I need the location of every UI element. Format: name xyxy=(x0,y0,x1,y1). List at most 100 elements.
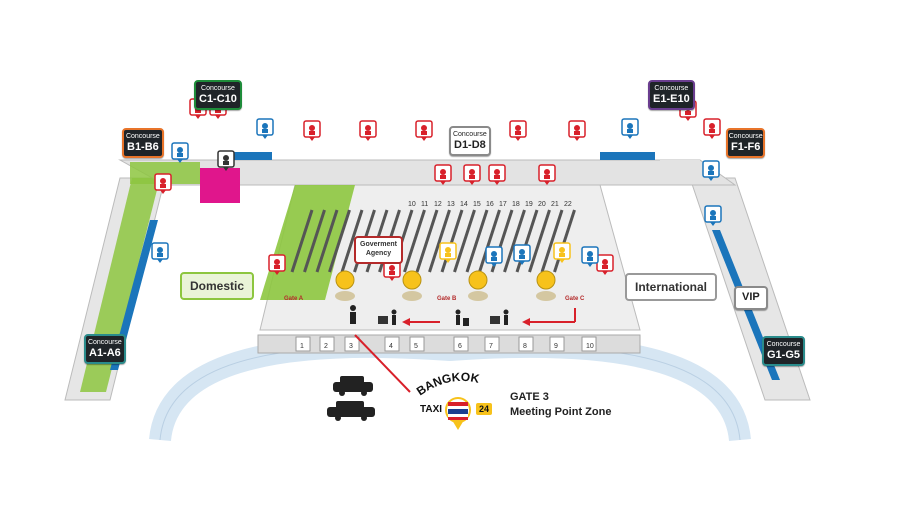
map-pins xyxy=(151,98,722,301)
curb-gate-box xyxy=(409,336,425,352)
checkin-number: 20 xyxy=(538,201,546,208)
checkin-row xyxy=(503,209,526,273)
checkin-row xyxy=(315,209,339,273)
curb-gate-box xyxy=(295,336,311,352)
concourse-g-tag: Concourse G1-G5 xyxy=(762,336,806,366)
checkin-row xyxy=(478,209,501,273)
magenta-block xyxy=(200,168,240,203)
concourse-f-tag: Concourse F1-F6 xyxy=(726,128,766,158)
arrow-head-1 xyxy=(522,318,530,326)
vip-tag: VIP xyxy=(734,286,768,310)
left-blue-strip xyxy=(110,220,158,370)
checkin-row xyxy=(453,209,476,273)
checkin-number: 15 xyxy=(473,201,481,208)
road-arc xyxy=(149,335,751,442)
departure-flight-icon xyxy=(621,118,639,139)
airport-rail-icon xyxy=(581,246,599,267)
curb-gate-box xyxy=(549,336,565,352)
concourse-a-range: A1-A6 xyxy=(89,347,121,359)
restroom-icon xyxy=(509,120,527,141)
person-icon xyxy=(350,305,509,326)
checkin-number: 19 xyxy=(525,201,533,208)
taxi-pin-icon xyxy=(445,397,471,430)
concourse-f-label: Concourse xyxy=(728,133,763,140)
concourse-e-tag: Concourse E1-E10 xyxy=(648,80,695,110)
car-icon-1 xyxy=(333,376,373,396)
escalator-icon xyxy=(553,242,571,263)
escalator-marker-icon xyxy=(468,270,488,301)
concourse-e-label: Concourse xyxy=(654,85,689,92)
escalator-icon xyxy=(439,242,457,263)
gate-label: Gate B xyxy=(437,296,457,302)
baggage-icon xyxy=(488,164,506,185)
checkin-row xyxy=(303,209,326,273)
curb-gate-box xyxy=(484,336,500,352)
top-green-segment xyxy=(130,162,200,184)
curb-gate-number: 10 xyxy=(586,343,594,350)
gate-label: Gate C xyxy=(565,296,585,302)
concourse-b-tag: Concourse B1-B6 xyxy=(122,128,164,158)
meeting-point-line xyxy=(354,334,411,393)
checkin-number: 12 xyxy=(434,201,442,208)
checkin-row xyxy=(528,209,551,273)
curb-gate-number: 6 xyxy=(458,343,462,350)
taxi-word: TAXI xyxy=(420,404,443,415)
meeting-zone: Meeting Point Zone xyxy=(510,405,612,418)
restroom-icon xyxy=(568,120,586,141)
checkin-row xyxy=(328,209,351,273)
gov-line-2: Agency xyxy=(365,249,392,257)
concourse-d-range: D1-D8 xyxy=(454,139,486,151)
gov-line-1: Goverment xyxy=(360,241,397,248)
escalator-marker-icon xyxy=(536,270,556,301)
curb-gate-number: 5 xyxy=(414,343,418,350)
arrival-flight-icon xyxy=(171,142,189,163)
concourse-c-range: C1-C10 xyxy=(199,93,237,105)
departure-flight-icon xyxy=(513,244,531,265)
concourse-g-label: Concourse xyxy=(766,341,801,348)
car-icon-2 xyxy=(327,401,375,421)
restroom-icon xyxy=(154,173,172,194)
curb-gate-number: 4 xyxy=(389,343,393,350)
concourse-b-label: Concourse xyxy=(125,133,160,140)
checkin-number: 11 xyxy=(421,201,428,208)
domestic-label: Domestic xyxy=(180,272,255,300)
checkin-row xyxy=(290,209,314,273)
checkin-row xyxy=(540,209,564,273)
concourse-e-range: E1-E10 xyxy=(653,93,690,105)
checkin-row xyxy=(403,209,426,273)
arrow-head-2 xyxy=(402,318,410,326)
international-label: International xyxy=(625,273,718,301)
curb-gate-box xyxy=(518,336,534,352)
baggage-icon xyxy=(463,164,481,185)
shopping-cart-icon xyxy=(485,246,503,267)
gate-label: Gate A xyxy=(284,296,304,302)
top-blue-strip-1 xyxy=(232,152,272,160)
concourse-a-tag: Concourse A1-A6 xyxy=(84,334,126,364)
checkin-number: 14 xyxy=(460,201,468,208)
curb-gate-box xyxy=(453,336,469,352)
baggage-icon xyxy=(538,164,556,185)
restroom-icon xyxy=(596,254,614,275)
checkin-row xyxy=(428,209,451,273)
top-blue-strip-2 xyxy=(600,152,655,160)
checkin-row xyxy=(465,209,489,273)
concourse-c-label: Concourse xyxy=(201,85,235,92)
restroom-icon xyxy=(415,120,433,141)
restroom-icon xyxy=(268,254,286,275)
top-right-corridor xyxy=(660,160,700,182)
curb-gate-number: 7 xyxy=(489,343,493,350)
curb-gate-box xyxy=(344,336,360,352)
meeting-point-text: GATE 3 Meeting Point Zone xyxy=(510,390,611,420)
curb-gate-number: 8 xyxy=(523,343,527,350)
concourse-c-tag: Concourse C1-C10 xyxy=(194,80,242,110)
checkin-row xyxy=(340,209,364,273)
plane-icon xyxy=(704,205,722,226)
curb-gate-number: 2 xyxy=(324,343,328,350)
checkin-row xyxy=(415,209,439,273)
curb-gate-box xyxy=(319,336,335,352)
restroom-icon xyxy=(703,118,721,139)
curb-gate-number: 1 xyxy=(300,343,304,350)
